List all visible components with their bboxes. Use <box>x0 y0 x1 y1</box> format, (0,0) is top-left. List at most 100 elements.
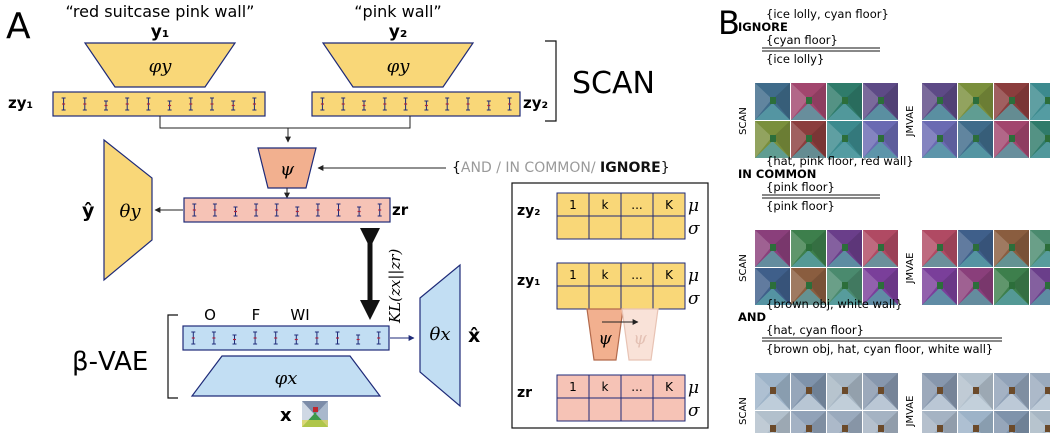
latent-unit <box>336 203 341 217</box>
y1-caption: “red suitcase pink wall” <box>66 2 255 21</box>
latent-unit <box>314 331 319 345</box>
panel-b-label: B <box>718 4 740 42</box>
result-set: {ice lolly} <box>766 52 824 66</box>
z-y1-label: zy₁ <box>8 94 33 112</box>
sample-image <box>958 230 993 267</box>
scan-side-label: SCAN <box>738 254 749 282</box>
input-set-2: {pink floor} <box>766 180 835 194</box>
sample-image <box>863 230 898 267</box>
z-x-bar <box>182 325 390 351</box>
inset-row-label: zy₁ <box>517 273 540 289</box>
y2-caption: “pink wall” <box>354 2 441 21</box>
sample-image <box>755 230 790 267</box>
sample-image <box>994 373 1029 410</box>
scan-side-label: SCAN <box>738 107 749 135</box>
op-text: {AND / IN COMMON/ IGNORE} <box>452 160 670 176</box>
inset-cell-label: 1 <box>569 198 577 212</box>
scan-sample-grid <box>755 83 898 158</box>
inset-cell-label: ... <box>631 380 642 394</box>
latent-unit <box>341 97 346 111</box>
sample-image <box>922 230 957 267</box>
latent-unit <box>295 206 300 217</box>
sample-image <box>827 230 862 267</box>
theta-x-label: θx <box>430 324 451 345</box>
sample-image <box>922 83 957 120</box>
sample-image <box>755 268 790 305</box>
latent-unit <box>125 97 130 111</box>
inset-row-label: zr <box>517 385 532 401</box>
sample-image <box>922 268 957 305</box>
beta-vae-label: β-VAE <box>72 347 148 377</box>
sample-image <box>1030 230 1050 267</box>
theta-y-label: θy <box>119 201 141 222</box>
panel-b: {ice lolly, cyan floor}IGNORE{cyan floor… <box>738 7 1050 433</box>
latent-unit <box>294 334 299 345</box>
inset-row-label: zy₂ <box>517 203 540 219</box>
sample-image <box>1030 268 1050 305</box>
sample-image <box>863 121 898 158</box>
latent-unit <box>382 97 387 111</box>
latent-unit <box>188 97 193 111</box>
latent-unit <box>82 97 87 111</box>
scan-sample-grid <box>755 230 898 305</box>
sample-image <box>827 411 862 433</box>
sample-image <box>922 373 957 410</box>
phi-x-label: φx <box>275 368 298 389</box>
sample-image <box>994 121 1029 158</box>
latent-unit <box>233 206 238 217</box>
mu-label: μ <box>688 266 699 286</box>
inset-psi-label: ψ <box>598 329 612 349</box>
sample-image <box>791 121 826 158</box>
latent-unit <box>61 97 66 111</box>
sample-image <box>958 373 993 410</box>
phi-y2-encoder <box>321 42 475 88</box>
jmvae-sample-grid <box>922 83 1050 158</box>
phi-y2-label: φy <box>387 56 411 77</box>
sample-image <box>755 373 790 410</box>
latent-unit <box>445 97 450 111</box>
input-set-2: {cyan floor} <box>766 33 838 47</box>
latent-unit <box>146 97 151 111</box>
result-set: {brown obj, hat, cyan floor, white wall} <box>766 342 993 356</box>
sample-image <box>863 268 898 305</box>
latent-unit <box>357 206 362 217</box>
jmvae-side-label: JMVAE <box>905 253 916 285</box>
mu-label: μ <box>688 378 699 398</box>
jmvae-sample-grid <box>922 373 1050 433</box>
sample-image <box>863 83 898 120</box>
latent-unit <box>466 97 470 111</box>
operator-label: IGNORE <box>738 20 788 34</box>
sample-image <box>791 230 826 267</box>
sample-image <box>922 411 957 433</box>
latent-unit <box>191 331 196 345</box>
inset-cell-label: k <box>602 380 609 394</box>
sample-image <box>1030 121 1050 158</box>
sigma-label: σ <box>688 401 700 421</box>
sample-image <box>755 411 790 433</box>
latent-unit <box>210 97 214 111</box>
z-y2-bar <box>311 91 521 117</box>
sample-image <box>791 268 826 305</box>
inset-cell-label: K <box>665 198 674 212</box>
sample-image <box>958 83 993 120</box>
z-y1-ticks <box>61 97 257 111</box>
sample-image <box>958 121 993 158</box>
z-r-bar <box>183 197 391 223</box>
inset-cell-label: 1 <box>569 268 577 282</box>
psi-combiner <box>257 147 317 189</box>
latent-unit <box>335 331 340 345</box>
latent-unit <box>273 331 278 345</box>
theta-x-decoder <box>419 263 461 408</box>
sample-image <box>863 373 898 410</box>
panel-a-label: A <box>6 6 31 47</box>
latent-unit <box>231 100 236 111</box>
latent-unit <box>362 100 366 111</box>
sample-image <box>755 83 790 120</box>
x-input-thumbnail <box>302 401 328 427</box>
sample-image <box>791 411 826 433</box>
inset-cell-label: k <box>602 268 609 282</box>
